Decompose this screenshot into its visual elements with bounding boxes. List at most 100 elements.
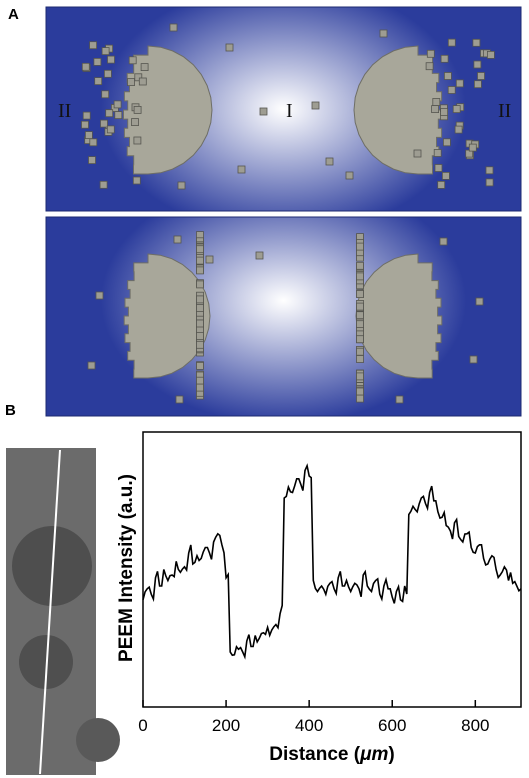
particle <box>356 387 364 396</box>
particle <box>356 272 364 281</box>
particle <box>196 340 204 349</box>
particle <box>475 297 484 306</box>
particle <box>325 157 334 166</box>
particle <box>356 290 364 299</box>
particles-top <box>81 23 495 190</box>
zone-label-right-outer: II <box>498 100 511 122</box>
x-tick-label-200: 200 <box>212 716 240 735</box>
zone-label-left-outer: II <box>58 100 71 122</box>
particle <box>426 49 435 58</box>
particle <box>413 149 422 158</box>
particle <box>205 255 214 264</box>
particle <box>437 180 446 189</box>
x-axis-ticks <box>142 700 477 707</box>
particle <box>440 108 449 116</box>
particle <box>169 23 178 32</box>
particle <box>455 79 464 88</box>
particle <box>442 138 451 147</box>
particle <box>356 335 364 344</box>
particle <box>133 136 142 145</box>
particle <box>104 69 112 78</box>
particle <box>173 235 182 244</box>
particle <box>82 111 91 120</box>
particle <box>468 143 477 152</box>
particle <box>432 98 441 106</box>
particle <box>138 77 147 86</box>
particle <box>101 90 110 99</box>
domains-bottom <box>123 253 443 379</box>
particle <box>196 383 204 392</box>
particle <box>447 86 456 94</box>
particle <box>196 295 204 304</box>
particle <box>473 80 482 89</box>
particle <box>88 156 96 165</box>
particle <box>196 331 204 340</box>
micrograph-domain-corner <box>76 718 120 762</box>
particle <box>89 138 98 147</box>
particle <box>356 302 364 311</box>
zone-label-center: I <box>286 100 293 122</box>
particle <box>100 119 108 128</box>
particle <box>345 171 354 180</box>
particle <box>128 56 137 65</box>
x-axis-title: Distance (μm) <box>269 744 395 765</box>
chart-frame <box>142 431 522 708</box>
particle <box>447 38 456 47</box>
particle <box>93 58 102 66</box>
panel-label-b: B <box>5 402 16 419</box>
series-line-peem-intensity <box>142 463 522 660</box>
particle <box>196 266 204 275</box>
particle <box>94 77 103 85</box>
particle <box>196 304 204 313</box>
particle <box>237 165 246 174</box>
particle <box>95 291 104 300</box>
bottom-domain-left <box>123 253 211 379</box>
particle <box>477 72 485 80</box>
x-tick-label-400: 400 <box>295 716 323 735</box>
particle <box>196 361 204 370</box>
particle <box>99 180 108 189</box>
particle <box>440 54 449 63</box>
particle <box>425 62 434 71</box>
line-profile-marker <box>39 449 61 775</box>
particle <box>89 41 97 50</box>
x-tick-label-0: 0 <box>138 716 147 735</box>
particle <box>113 100 122 109</box>
particle <box>85 131 93 140</box>
particle <box>255 251 264 260</box>
particle <box>454 125 463 134</box>
particle <box>259 107 268 116</box>
particle <box>127 78 135 86</box>
particle <box>485 178 494 187</box>
particle <box>105 109 114 118</box>
particle <box>177 181 186 190</box>
particle <box>434 164 443 172</box>
particle <box>443 72 452 80</box>
particle <box>439 237 448 246</box>
particle <box>133 106 142 114</box>
particle <box>101 47 110 55</box>
particle <box>433 149 442 157</box>
particle <box>452 105 461 113</box>
schematic-diagram: II I II <box>45 6 522 417</box>
particle <box>356 311 364 320</box>
particle <box>87 361 96 370</box>
y-axis-title: PEEM Intensity (a.u.) <box>116 474 137 662</box>
particle <box>131 118 139 126</box>
x-tick-label-800: 800 <box>461 716 489 735</box>
particle <box>395 395 404 404</box>
particle <box>175 395 184 404</box>
particle <box>486 51 495 59</box>
particle <box>107 55 115 64</box>
particle <box>311 101 320 110</box>
panel-label-a: A <box>8 6 19 23</box>
x-tick-label-600: 600 <box>378 716 406 735</box>
particle <box>196 280 204 289</box>
particle <box>356 372 364 381</box>
particle <box>469 355 478 364</box>
particle <box>196 256 204 265</box>
particle <box>81 120 89 129</box>
particle <box>473 60 482 69</box>
